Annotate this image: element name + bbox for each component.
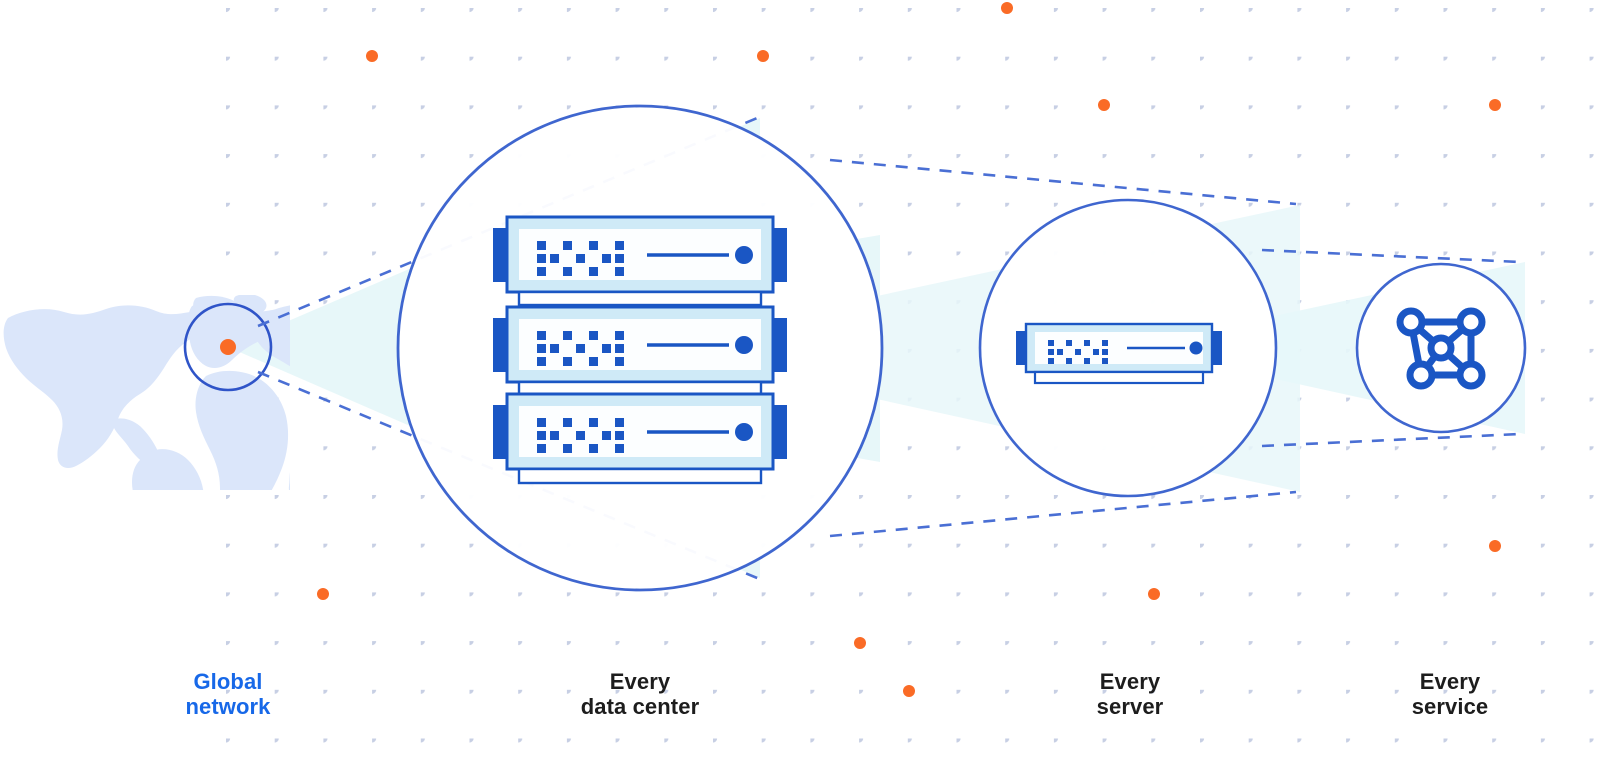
- led-dot-matrix: [537, 241, 624, 276]
- data-center-stage: [396, 104, 884, 592]
- single-server-icon: [1016, 322, 1222, 385]
- network-mesh-nodes: [1396, 307, 1486, 390]
- server-base: [1033, 370, 1205, 385]
- location-dot-marker: [220, 339, 236, 355]
- server-stage: [978, 198, 1278, 498]
- server-rack-icon: [493, 215, 787, 485]
- led-dot-matrix: [537, 418, 624, 453]
- led-dot-matrix: [1048, 340, 1108, 364]
- rack-base: [517, 467, 763, 485]
- rack-shelf: [517, 290, 763, 307]
- rack-unit: [493, 392, 787, 471]
- rack-unit: [493, 215, 787, 294]
- map-highlight-circle: [183, 302, 273, 392]
- label-every-service: Every service: [1411, 669, 1489, 719]
- label-global-network: Global network: [185, 669, 271, 719]
- rack-unit: [493, 305, 787, 384]
- world-map-icon: [3, 295, 290, 490]
- label-every-server: Every server: [1096, 669, 1164, 719]
- service-stage: [1355, 262, 1527, 434]
- label-every-data-center: Every data center: [580, 669, 700, 719]
- led-dot-matrix: [537, 331, 624, 366]
- highlight-dots: [317, 2, 1501, 697]
